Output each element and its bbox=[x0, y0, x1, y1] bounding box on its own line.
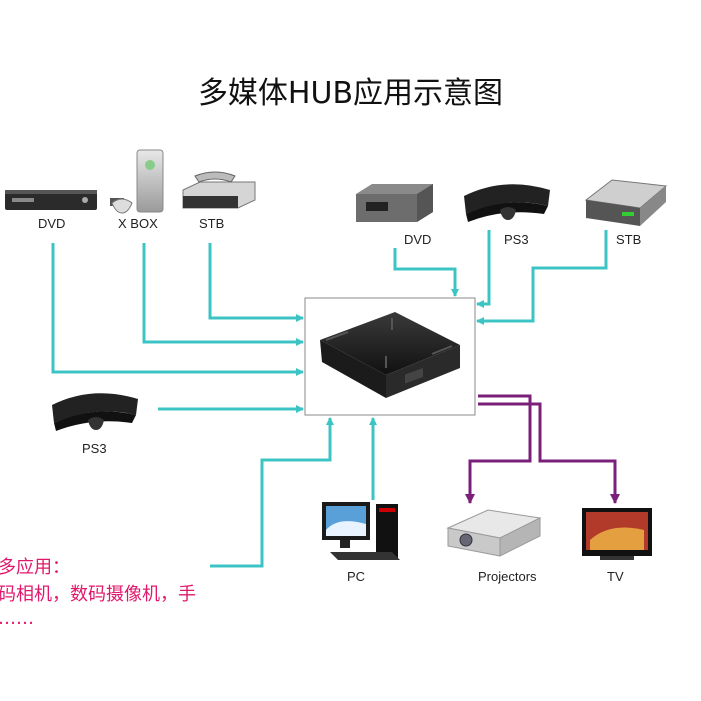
stb-receiver-icon-right bbox=[584, 179, 668, 226]
tv-icon bbox=[582, 508, 652, 560]
line-mobile bbox=[210, 417, 334, 568]
xbox-console-icon bbox=[111, 149, 164, 214]
ps3-console-icon-right bbox=[464, 184, 550, 222]
pc-computer-icon bbox=[322, 502, 400, 560]
note-line-1: 多应用： bbox=[0, 557, 70, 578]
note-line-3: …… bbox=[0, 608, 34, 629]
label-pc: PC bbox=[347, 569, 366, 584]
label-projectors: Projectors bbox=[478, 569, 537, 584]
line-stb-right bbox=[476, 230, 608, 325]
projector-icon bbox=[446, 509, 542, 557]
line-ps3-right bbox=[476, 230, 491, 308]
label-tv: TV bbox=[607, 569, 624, 584]
line-stb-left bbox=[208, 243, 304, 322]
line-dvd-right bbox=[393, 248, 459, 297]
label-ps3-left: PS3 bbox=[82, 441, 107, 456]
line-projectors bbox=[465, 394, 532, 504]
hub-box bbox=[304, 297, 476, 416]
output-lines bbox=[465, 394, 620, 504]
label-ps3-right: PS3 bbox=[504, 232, 529, 247]
hub-device-image bbox=[320, 312, 460, 398]
dvd-player-icon-right bbox=[356, 184, 433, 222]
input-lines bbox=[51, 230, 608, 568]
diagram-title: 多媒体HUB应用示意图 bbox=[197, 76, 504, 111]
label-dvd-right: DVD bbox=[404, 232, 432, 247]
dvd-player-icon bbox=[5, 190, 124, 210]
label-dvd-left: DVD bbox=[38, 216, 66, 231]
label-xbox: X BOX bbox=[118, 216, 158, 231]
line-dvd-left bbox=[51, 243, 304, 376]
ps3-console-icon-left bbox=[52, 393, 138, 431]
note-line-2: 码相机，数码摄像机，手 bbox=[0, 584, 196, 605]
stb-receiver-icon-left bbox=[182, 171, 256, 209]
line-xbox bbox=[142, 243, 304, 346]
line-tv bbox=[478, 402, 620, 504]
label-stb-left: STB bbox=[199, 216, 225, 231]
label-stb-right: STB bbox=[616, 232, 642, 247]
